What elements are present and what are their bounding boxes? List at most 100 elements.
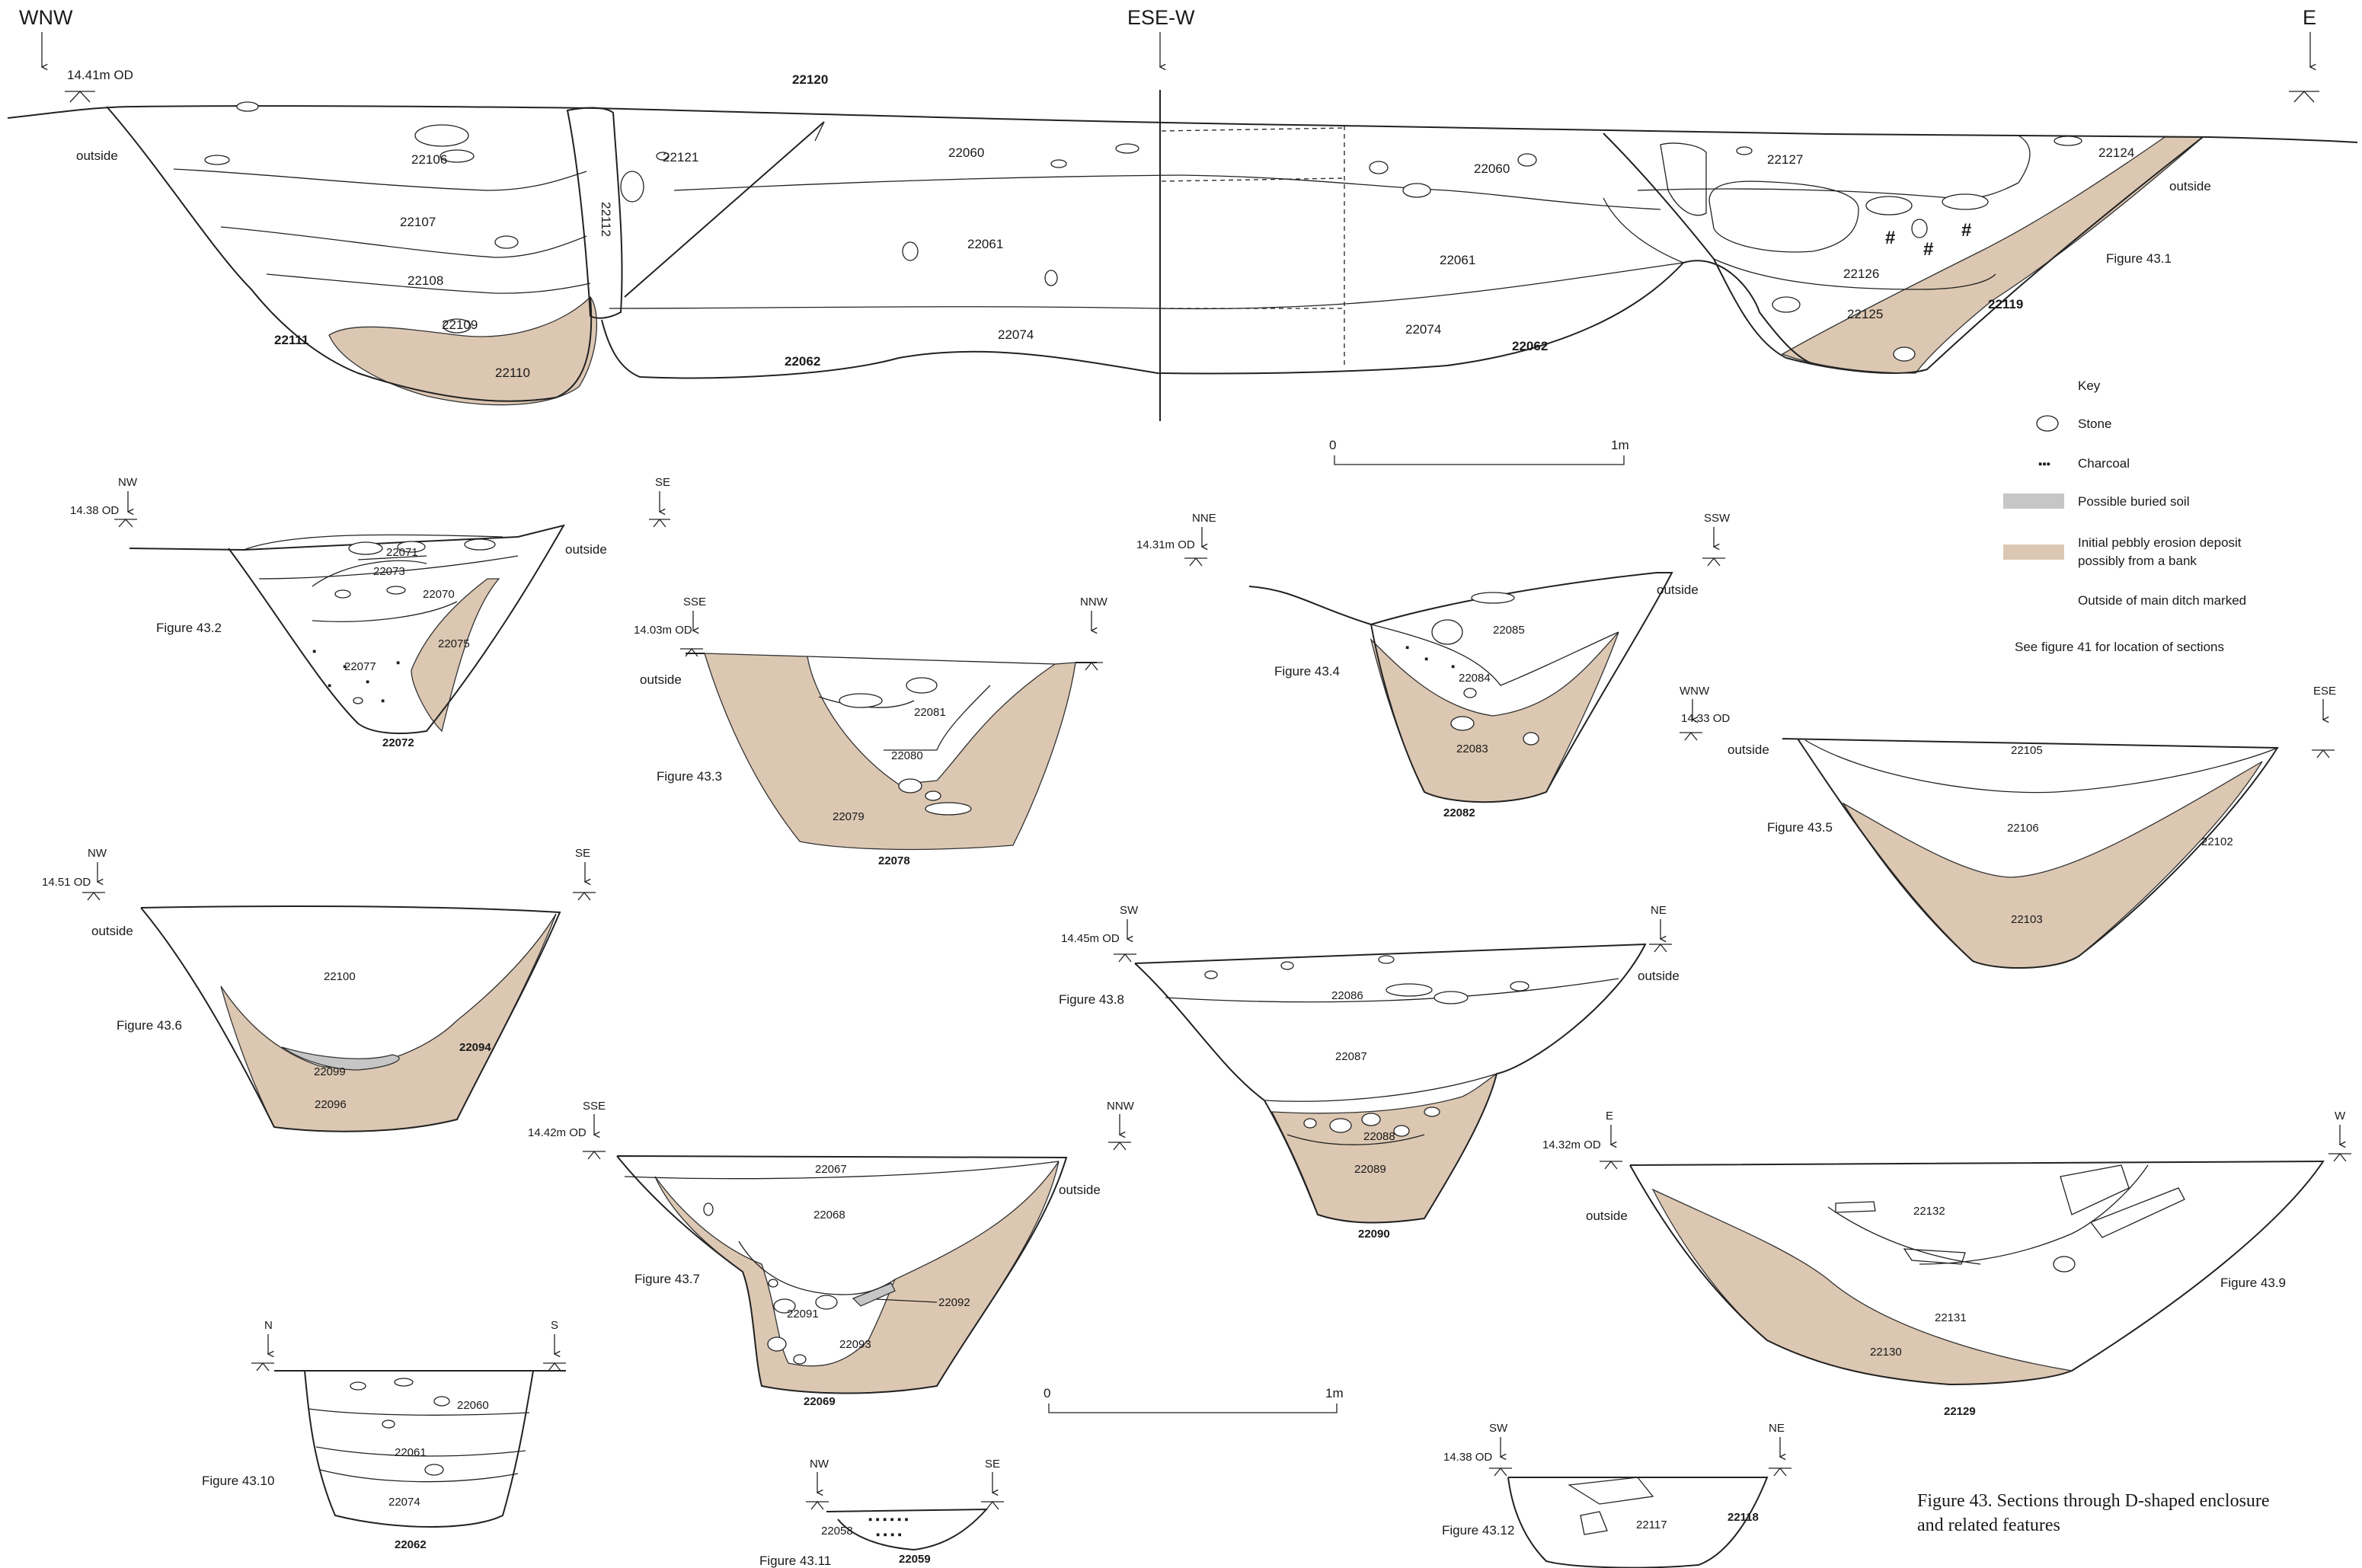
label-main-contexts-14: 22126	[1843, 267, 1879, 281]
svg-text:▪: ▪	[1451, 660, 1455, 673]
dashed-gap-top	[1161, 127, 1345, 132]
svg-text:▪ ▪ ▪ ▪ ▪ ▪: ▪ ▪ ▪ ▪ ▪ ▪	[868, 1513, 909, 1526]
label-f8-cut: 22090	[1358, 1228, 1390, 1241]
label-f5-left: WNW	[1680, 685, 1710, 698]
label-f10-cut: 22062	[395, 1538, 427, 1551]
outside-label-left: outside	[76, 148, 118, 163]
label-f10-left: N	[264, 1319, 273, 1332]
key-stone-label: Stone	[2078, 417, 2111, 431]
label-f4-contexts-2: 22083	[1456, 742, 1488, 755]
label-f3-outside: outside	[640, 672, 682, 687]
label-main-contexts-1: 22107	[400, 215, 436, 229]
label-f11-label: Figure 43.11	[759, 1554, 831, 1568]
caption-line-2: and related features	[1917, 1515, 2060, 1535]
label-f5-right: ESE	[2313, 685, 2336, 698]
section-43-8: SW 14.45m OD NE 22086 22087 22088 22089 …	[1059, 904, 1680, 1241]
label-f4-label: Figure 43.4	[1274, 664, 1340, 679]
datum-marker-right	[2289, 91, 2319, 103]
label-f6-left: NW	[88, 847, 107, 860]
svg-text:▪: ▪	[328, 679, 331, 692]
label-f9-label: Figure 43.9	[2220, 1276, 2286, 1290]
label-main-contexts-11: 22061	[1440, 253, 1475, 267]
label-f6-od: 14.51 OD	[42, 876, 91, 889]
key-charcoal-label: Charcoal	[2078, 456, 2130, 471]
label-f7-contexts-1: 22068	[813, 1209, 845, 1222]
key-buried-soil-swatch	[2003, 493, 2064, 509]
cut-22120	[624, 121, 825, 298]
label-f10-contexts-2: 22074	[388, 1496, 420, 1509]
od-label: 14.41m OD	[67, 68, 133, 82]
label-f2-cut: 22072	[382, 736, 414, 749]
label-f5-contexts-0: 22105	[2011, 744, 2043, 757]
label-f11-cut: 22059	[899, 1553, 931, 1566]
label-f9-od: 14.32m OD	[1542, 1138, 1601, 1151]
svg-text:▪: ▪	[312, 645, 316, 658]
label-f2-contexts-2: 22070	[423, 588, 455, 601]
caption-line-1: Figure 43. Sections through D-shaped enc…	[1917, 1491, 2270, 1511]
label-main-contexts-10: 22060	[1474, 161, 1510, 176]
label-f3-contexts-0: 22081	[914, 706, 946, 719]
key-stone-swatch	[2036, 415, 2059, 432]
layer-line-g	[1637, 135, 2031, 200]
block-22127	[1708, 180, 1859, 253]
label-f10-label: Figure 43.10	[202, 1474, 274, 1488]
erosion-fill-22110	[328, 296, 597, 406]
label-f10-contexts-1: 22061	[395, 1446, 427, 1459]
stones-main	[204, 101, 2082, 362]
label-f4-cut: 22082	[1443, 806, 1475, 819]
key-erosion-swatch	[2003, 544, 2064, 560]
svg-text:▪: ▪	[366, 675, 369, 688]
key-outside-note: Outside of main ditch marked	[2078, 593, 2246, 608]
scale-bar-main: 0 1m	[1329, 438, 1629, 465]
label-f2-contexts-0: 22071	[386, 546, 418, 559]
label-f12-right: NE	[1769, 1422, 1785, 1435]
label-f4-right: SSW	[1704, 512, 1731, 525]
tick-22120	[814, 121, 825, 142]
label-f12-left: SW	[1489, 1422, 1508, 1435]
label-main-contexts-5: 22112	[599, 202, 613, 237]
label-f3-contexts-1: 22080	[891, 749, 923, 762]
label-f5-contexts-2: 22102	[2201, 835, 2233, 848]
label-f3-cut: 22078	[878, 854, 910, 867]
label-main-cuts-1: 22120	[792, 72, 828, 87]
label-main-contexts-0: 22106	[411, 152, 447, 167]
label-f4-od: 14.31m OD	[1136, 538, 1195, 551]
label-f8-contexts-3: 22089	[1354, 1163, 1386, 1176]
cut-22119	[1603, 133, 2204, 374]
label-main-contexts-4: 22110	[495, 366, 530, 380]
label-f5-od: 14.33 OD	[1681, 712, 1730, 725]
label-f11-left: NW	[810, 1458, 829, 1471]
label-f12-cut: 22118	[1728, 1511, 1759, 1524]
charcoal-hash-main: ###	[1885, 220, 1971, 260]
label-f5-contexts-1: 22106	[2007, 822, 2039, 835]
label-f6-right: SE	[575, 847, 590, 860]
label-f11-right: SE	[985, 1458, 1000, 1471]
section-43-5: WNW 14.33 OD ESE 22105 22106 22102 22103…	[1680, 685, 2336, 969]
svg-text:▪: ▪	[396, 656, 400, 669]
ground-surface	[7, 105, 2358, 143]
svg-text:▪: ▪	[343, 660, 347, 673]
section-43-2: NW 14.38 OD SE ▪▪▪ ▪▪▪ 22071 22073 22070…	[70, 476, 670, 749]
datum-marker	[65, 91, 95, 103]
key-charcoal-swatch: ▪▪▪	[2038, 458, 2050, 471]
label-f7-cut: 22069	[804, 1395, 836, 1408]
label-f6-contexts-2: 22096	[315, 1098, 347, 1111]
label-f8-contexts-0: 22086	[1331, 989, 1363, 1002]
label-f7-od: 14.42m OD	[528, 1126, 587, 1139]
label-main-contexts-9: 22074	[998, 327, 1034, 342]
label-f8-right: NE	[1651, 904, 1667, 917]
label-scale2-end: 1m	[1325, 1386, 1344, 1400]
label-f9-contexts-2: 22130	[1870, 1346, 1902, 1359]
label-main-cuts-4: 22119	[1988, 297, 2023, 311]
label-f5-contexts-3: 22103	[2011, 913, 2043, 926]
label-f8-outside: outside	[1638, 969, 1680, 983]
layer-line-b	[220, 226, 587, 258]
label-f8-label: Figure 43.8	[1059, 992, 1124, 1007]
label-f10-contexts-0: 22060	[457, 1399, 489, 1412]
section-43-4: NNE 14.31m OD SSW ▪▪▪ 22085 22084 22083 …	[1136, 512, 1731, 819]
layer-line-d	[673, 174, 1661, 210]
label-f2-left: NW	[118, 476, 138, 489]
label-f2-contexts-3: 22077	[344, 660, 376, 673]
layer-line-e	[609, 262, 1684, 310]
